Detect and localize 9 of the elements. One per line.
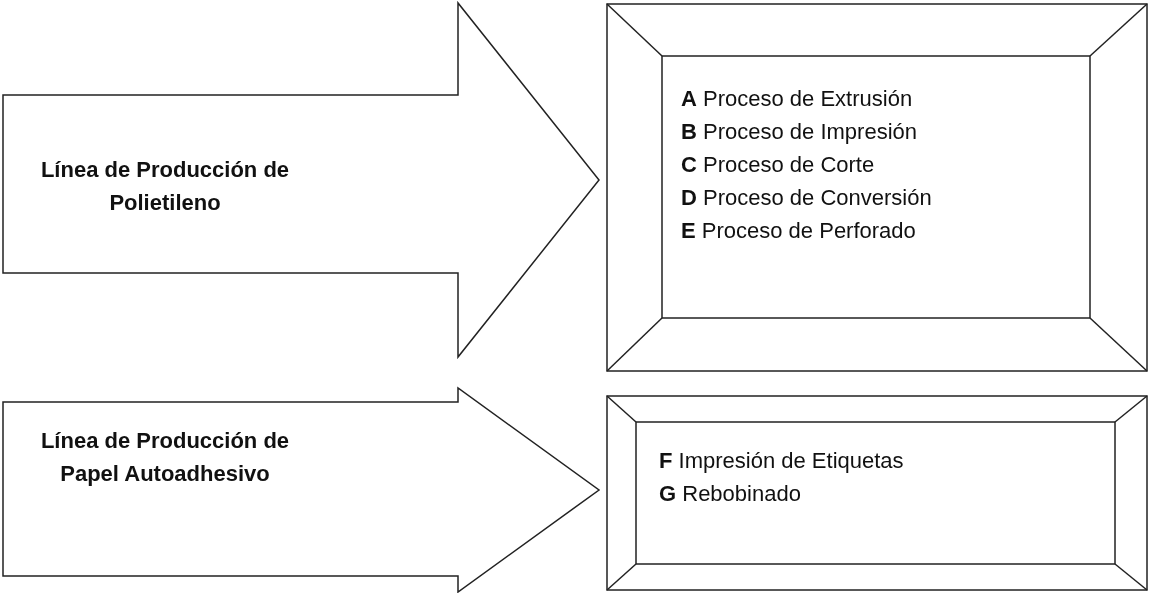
banner-label: Línea de Producción de Polietileno	[39, 156, 291, 217]
process-list-item: D Proceso de Conversión	[681, 184, 932, 212]
process-list-item: A Proceso de Extrusión	[681, 85, 913, 113]
process-list-item: F Impresión de Etiquetas	[659, 447, 904, 475]
process-list-item: B Proceso de Impresión	[681, 118, 917, 146]
process-list-item: C Proceso de Corte	[681, 151, 875, 179]
process-list-item: G Rebobinado	[659, 480, 801, 508]
banner-label: Línea de Producción de Papel Autoadhesivo	[39, 427, 291, 488]
process-list-item: E Proceso de Perforado	[681, 217, 916, 245]
